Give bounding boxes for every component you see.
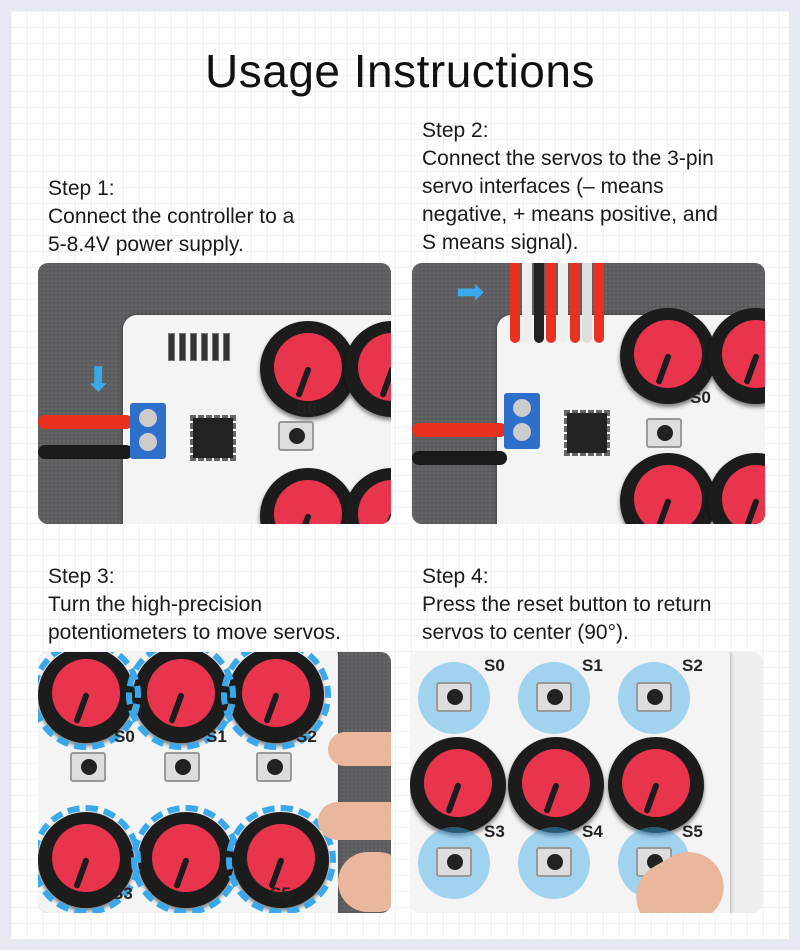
step-line: negative, + means positive, and (422, 203, 718, 226)
step-line: Connect the controller to a (48, 205, 295, 228)
servo-label: S3 (484, 822, 505, 841)
reset-button[interactable] (436, 682, 472, 712)
step-line: Press the reset button to return (422, 593, 712, 616)
servo-label: S1 (206, 727, 227, 746)
servo-label: S0 (484, 656, 505, 675)
step-heading: Step 2: (422, 119, 489, 142)
red-wire (412, 423, 507, 437)
step-2-text: Step 2: Connect the servos to the 3-pin … (422, 117, 718, 257)
potentiometer-knob (608, 737, 704, 833)
right-arrow-icon: ➡ (456, 273, 485, 311)
servo-wire (534, 263, 544, 343)
servo-wire (522, 263, 532, 343)
step-4-photo: S0 S1 S2 S3 S4 S5 (410, 652, 763, 913)
step-line: Connect the servos to the 3-pin (422, 147, 714, 170)
step-heading: Step 4: (422, 565, 489, 588)
reset-button[interactable] (536, 847, 572, 877)
potentiometer-knob (620, 453, 716, 524)
servo-wire (510, 263, 520, 343)
pin-header (168, 333, 230, 361)
microcontroller-chip (190, 415, 236, 461)
reset-button (278, 421, 314, 451)
down-arrow-icon: ⬇ (84, 361, 113, 399)
step-heading: Step 3: (48, 565, 115, 588)
servo-label: S4 (582, 822, 603, 841)
rotation-arrow-icon (131, 805, 241, 913)
step-heading: Step 1: (48, 177, 115, 200)
step-line: potentiometers to move servos. (48, 621, 341, 644)
step-3-photo: S0 S1 S2 S3 S5 (38, 652, 391, 913)
servo-wire (582, 263, 592, 343)
step-3-text: Step 3: Turn the high-precision potentio… (48, 563, 341, 647)
servo-wire (558, 263, 568, 343)
servo-label: S5 (682, 822, 703, 841)
black-wire (38, 445, 133, 459)
servo-wire (570, 263, 580, 343)
step-line: servo interfaces (– means (422, 175, 664, 198)
servo-label: S0 (690, 388, 711, 407)
servo-label: S1 (582, 656, 603, 675)
rotation-arrow-icon (226, 805, 336, 913)
step-1-photo: ⬇ S0 (38, 263, 391, 524)
finger (338, 852, 391, 912)
servo-wire (546, 263, 556, 343)
reset-button (256, 752, 292, 782)
reset-button (164, 752, 200, 782)
microcontroller-chip (564, 410, 610, 456)
power-terminal (130, 403, 166, 459)
servo-label: S0 (296, 399, 317, 418)
black-wire (412, 451, 507, 465)
step-line: servos to center (90°). (422, 621, 629, 644)
servo-label: S2 (296, 727, 317, 746)
potentiometer-knob (410, 737, 506, 833)
reset-button[interactable] (636, 682, 672, 712)
red-wire (38, 415, 133, 429)
servo-label: S2 (682, 656, 703, 675)
step-4-text: Step 4: Press the reset button to return… (422, 563, 712, 647)
step-1-text: Step 1: Connect the controller to a 5-8.… (48, 175, 294, 259)
step-line: S means signal). (422, 231, 579, 254)
servo-label: S0 (114, 727, 135, 746)
servo-label: S3 (112, 884, 133, 903)
potentiometer-knob (260, 321, 356, 417)
reset-button (70, 752, 106, 782)
page-title: Usage Instructions (205, 45, 595, 97)
reset-button[interactable] (536, 682, 572, 712)
reset-button[interactable] (436, 847, 472, 877)
rotation-arrow-icon (221, 652, 331, 750)
potentiometer-knob (508, 737, 604, 833)
step-line: 5-8.4V power supply. (48, 233, 244, 256)
finger (318, 802, 391, 840)
potentiometer-knob (620, 308, 716, 404)
reset-button (646, 418, 682, 448)
servo-label: S5 (270, 884, 291, 903)
step-2-photo: ➡ S0 (412, 263, 765, 524)
servo-wire (594, 263, 604, 343)
finger (328, 732, 391, 766)
power-terminal (504, 393, 540, 449)
step-line: Turn the high-precision (48, 593, 262, 616)
